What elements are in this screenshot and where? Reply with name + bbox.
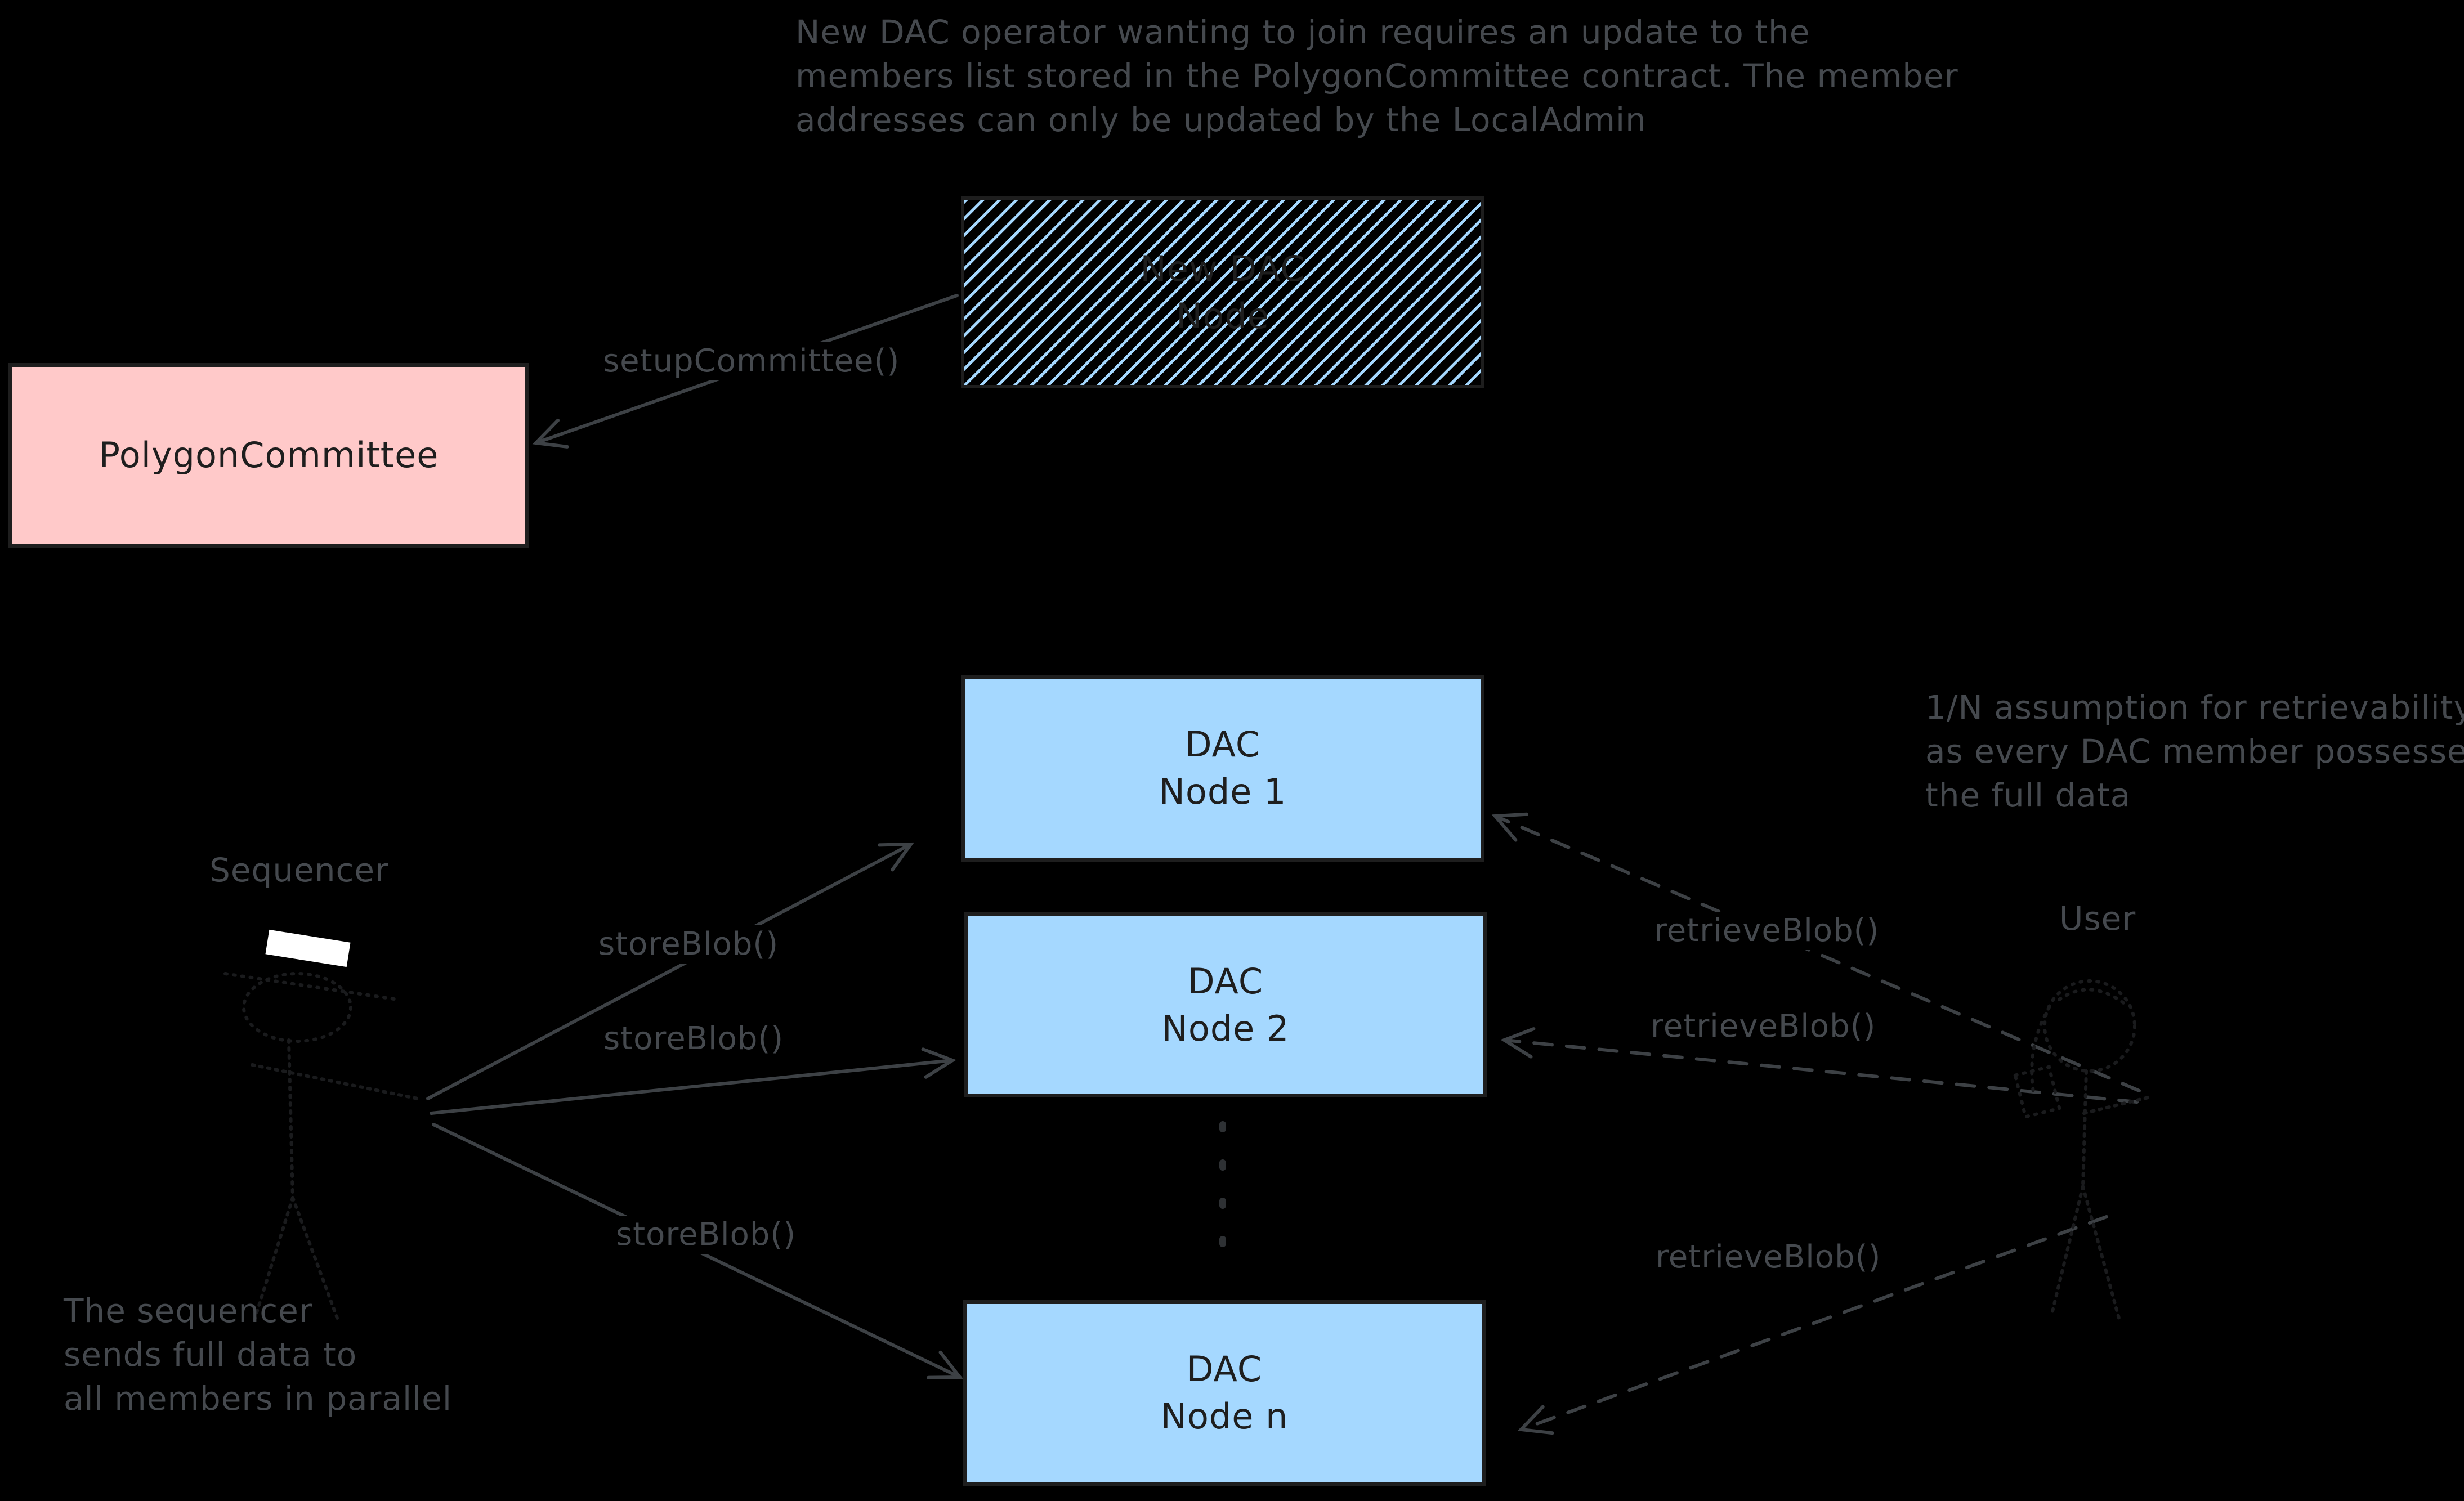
sequencer-label[interactable]: Sequencer bbox=[209, 851, 389, 889]
retrieve-blob-arrow-2[interactable] bbox=[1502, 1038, 2139, 1104]
dac-node-2-label-line1: DAC bbox=[1187, 960, 1264, 1002]
store-blob-arrow-2-head bbox=[921, 1047, 956, 1079]
sequencer-note-line: sends full data to bbox=[64, 1336, 357, 1374]
retrieve-blob-arrow-1[interactable] bbox=[1493, 814, 2141, 1092]
dac-node-2-box[interactable]: DAC Node 2 bbox=[964, 912, 1487, 1097]
dac-node-n-box[interactable]: DAC Node n bbox=[963, 1300, 1486, 1486]
retrievability-note-line: 1/N assumption for retrievability, bbox=[1925, 688, 2464, 727]
dac-node-n-label-line1: DAC bbox=[1186, 1348, 1263, 1390]
polygon-committee-box[interactable]: PolygonCommittee bbox=[8, 363, 529, 548]
dac-node-2-label-line2: Node 2 bbox=[1161, 1007, 1290, 1049]
sequencer-note-line: The sequencer bbox=[64, 1292, 313, 1330]
dac-node-1-label-line2: Node 1 bbox=[1159, 771, 1287, 812]
new-dac-node-label-line1: New DAC bbox=[1140, 248, 1305, 289]
new-dac-node-box[interactable]: New DAC Node bbox=[961, 196, 1484, 388]
sequencer-hat-band bbox=[265, 929, 351, 967]
retrieve-blob-arrow-1-head bbox=[1491, 812, 1528, 842]
store-blob-arrow-3-head bbox=[927, 1350, 964, 1379]
store-blob-arrow-1[interactable] bbox=[426, 843, 913, 1100]
store-blob-label-3[interactable]: storeBlob() bbox=[611, 1216, 801, 1254]
store-blob-arrow-2[interactable] bbox=[430, 1059, 954, 1115]
retrieve-blob-arrow-3-head bbox=[1517, 1405, 1554, 1435]
store-blob-label-1[interactable]: storeBlob() bbox=[594, 925, 784, 964]
retrieve-blob-arrow-2-head bbox=[1500, 1027, 1536, 1059]
retrieve-blob-arrow-3[interactable] bbox=[1519, 1215, 2108, 1431]
dac-node-1-box[interactable]: DAC Node 1 bbox=[961, 675, 1484, 862]
retrieve-blob-label-1[interactable]: retrieveBlob() bbox=[1649, 912, 1884, 950]
admin-note-line: members list stored in the PolygonCommit… bbox=[795, 57, 1958, 95]
store-blob-arrow-1-head bbox=[878, 842, 914, 872]
polygon-committee-label: PolygonCommittee bbox=[99, 434, 439, 476]
retrieve-blob-label-2[interactable]: retrieveBlob() bbox=[1646, 1007, 1881, 1046]
user-figure[interactable] bbox=[2013, 979, 2150, 1320]
new-dac-node-label-line2: Node bbox=[1176, 295, 1269, 337]
setup-committee-label[interactable]: setupCommittee() bbox=[598, 342, 905, 380]
retrievability-note[interactable]: 1/N assumption for retrievability, as ev… bbox=[1925, 685, 2464, 817]
retrieve-blob-label-3[interactable]: retrieveBlob() bbox=[1651, 1238, 1886, 1276]
retrievability-note-line: as every DAC member possesses bbox=[1925, 732, 2464, 770]
sequencer-note-line: all members in parallel bbox=[64, 1379, 452, 1418]
retrievability-note-line: the full data bbox=[1925, 776, 2131, 814]
admin-note[interactable]: New DAC operator wanting to join require… bbox=[795, 10, 1958, 142]
setup-committee-arrow-head bbox=[532, 418, 569, 449]
sequencer-note[interactable]: The sequencer sends full data to all mem… bbox=[64, 1289, 452, 1421]
store-blob-label-2[interactable]: storeBlob() bbox=[599, 1020, 789, 1058]
dac-node-1-label-line1: DAC bbox=[1184, 724, 1261, 765]
admin-note-line: addresses can only be updated by the Loc… bbox=[795, 101, 1647, 139]
sequencer-figure[interactable] bbox=[223, 929, 419, 1324]
dac-node-n-label-line2: Node n bbox=[1160, 1396, 1289, 1437]
admin-note-line: New DAC operator wanting to join require… bbox=[795, 13, 1810, 51]
user-label[interactable]: User bbox=[2059, 899, 2136, 938]
